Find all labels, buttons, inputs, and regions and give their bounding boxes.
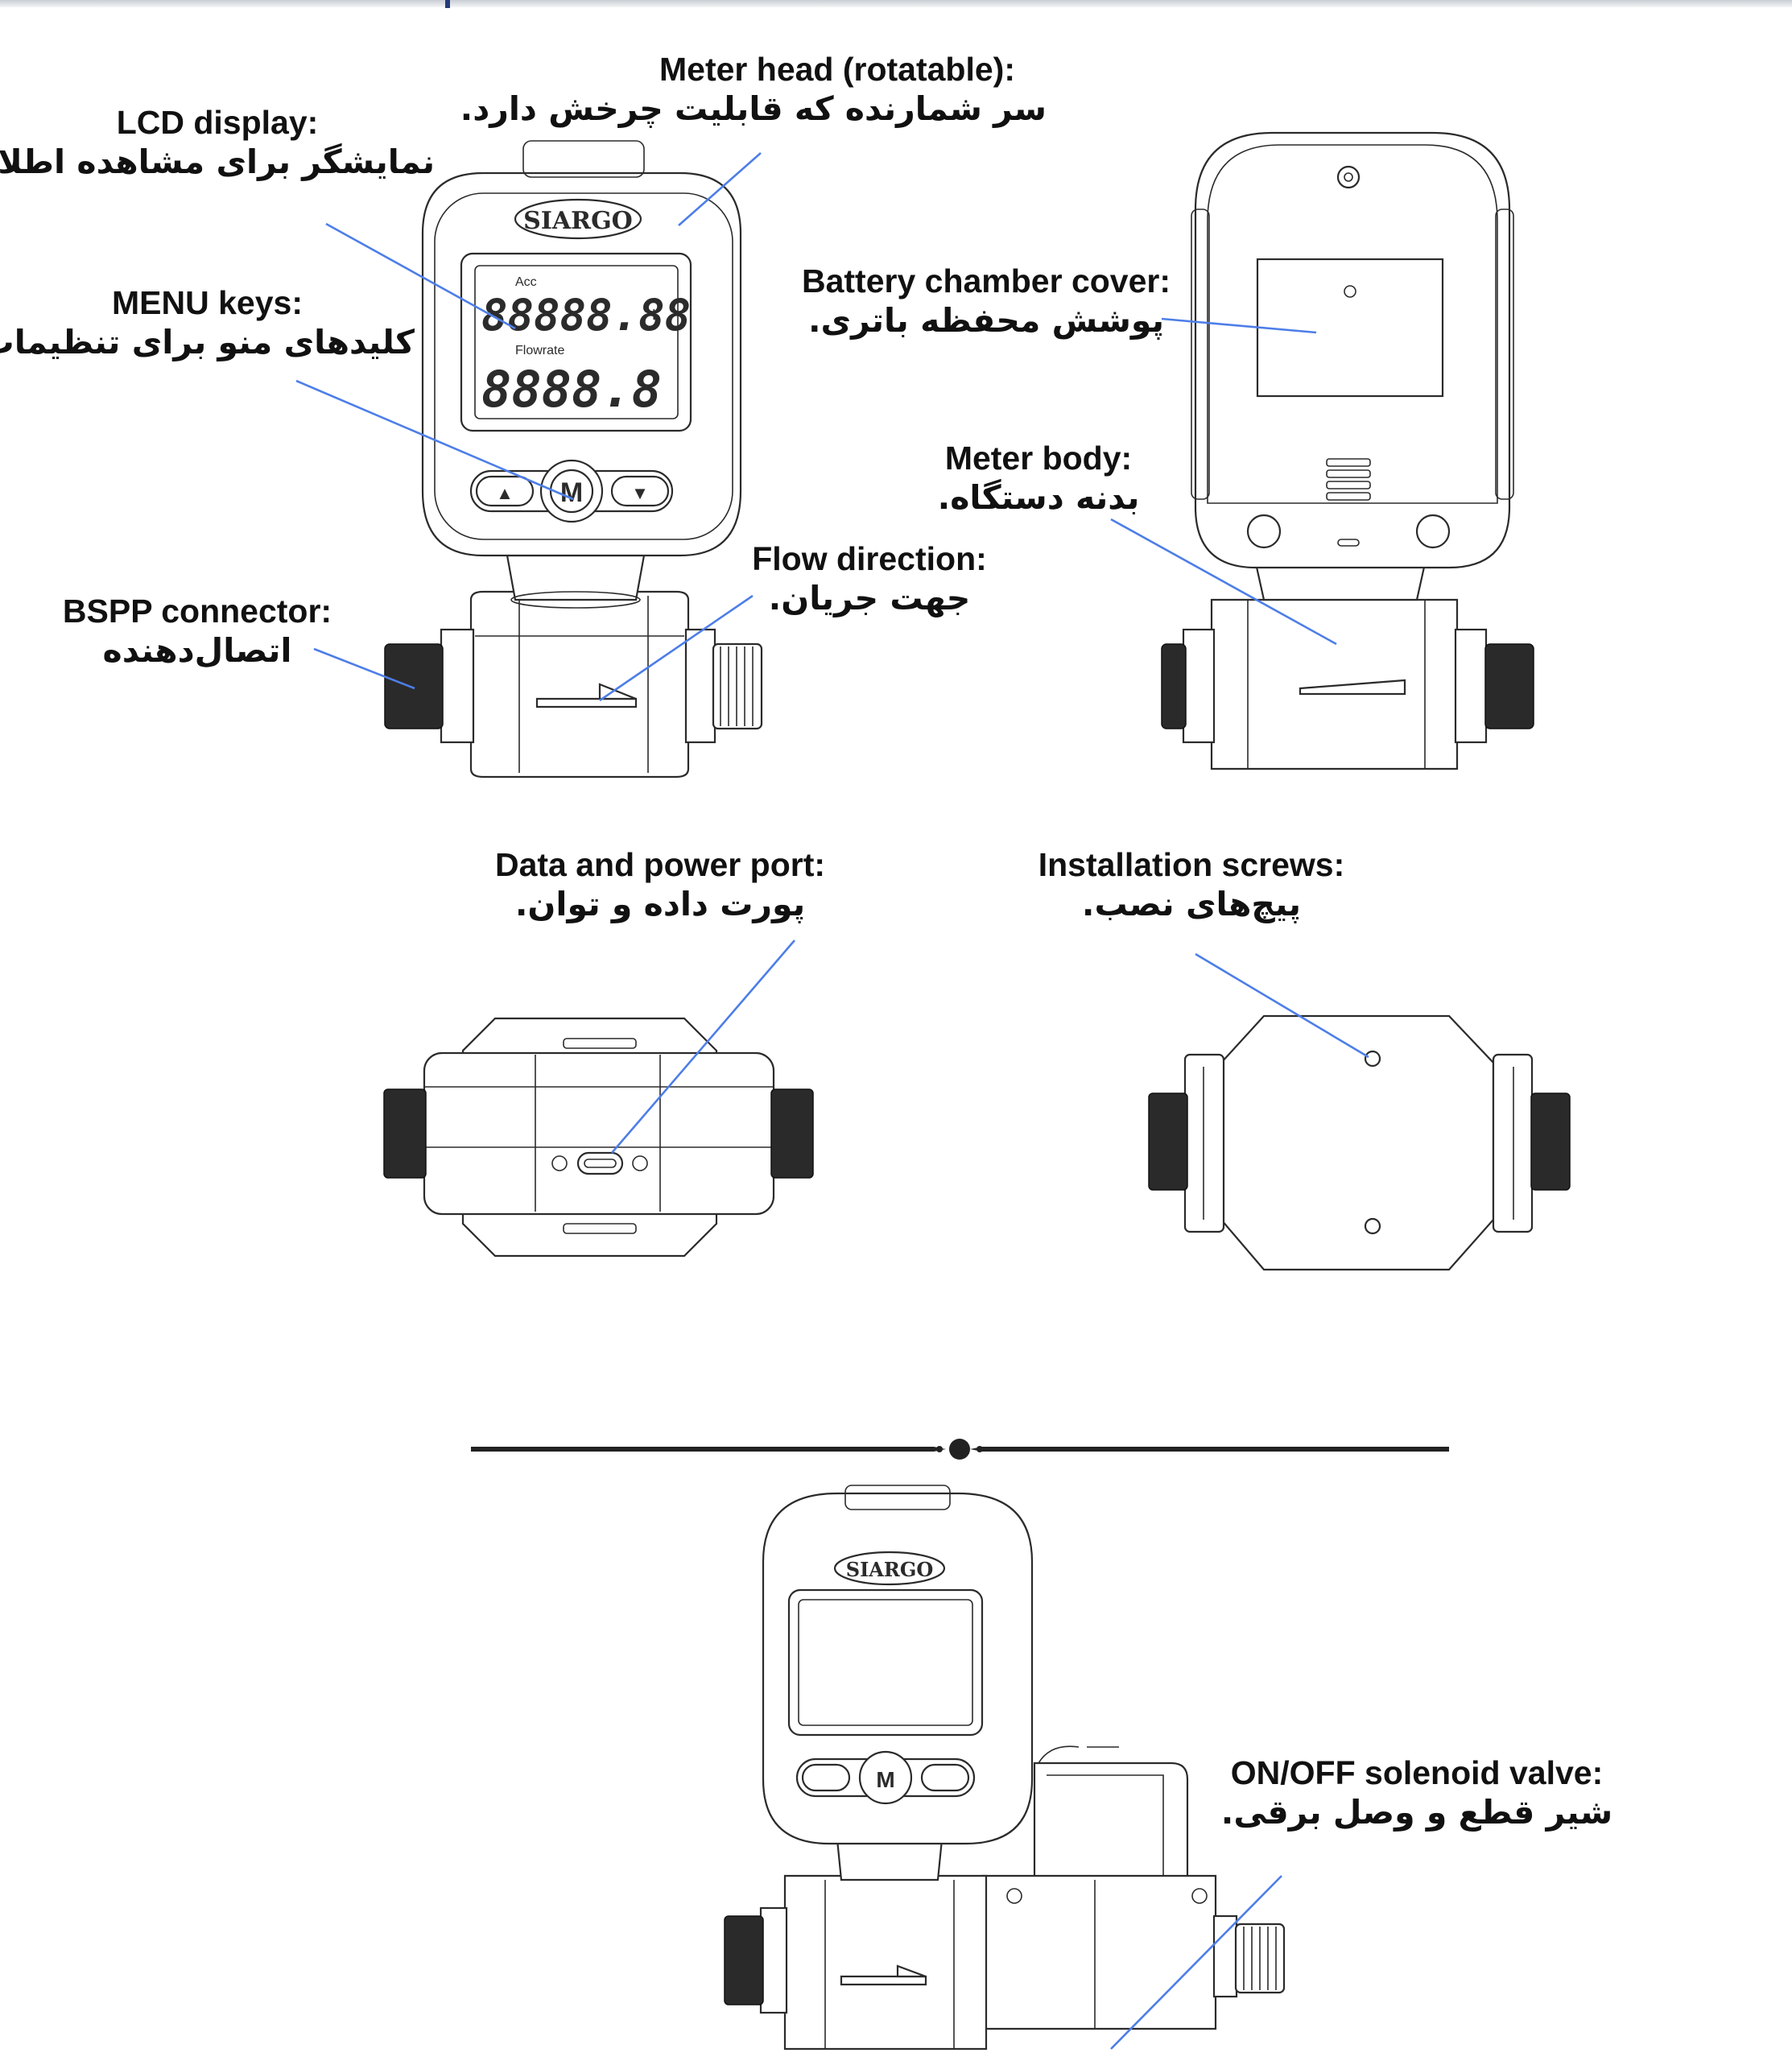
usb-c-port [551,1151,648,1175]
back-view-device [1161,131,1534,770]
label-solenoid-valve: ON/OFF solenoid valve: شیر قطع و وصل برق… [1204,1753,1630,1832]
leader-bspp [313,647,415,690]
leader-battery [1161,317,1317,334]
label-flow-en: Flow direction: [752,540,987,577]
label-flow-fa: جهت جریان. [768,579,971,618]
label-valve-fa: شیر قطع و وصل برقی. [1220,1793,1613,1832]
lcd-screen: Acc 88888.88 L Flowrate 8888.8 [460,252,692,432]
label-menu-keys: MENU keys: کلیدهای منو برای تنظیمات. [0,283,415,362]
lcd-flowrate-label: Flowrate [515,344,564,357]
lcd-total-digits: 88888.88 [481,290,691,341]
lcd-acc-label: Acc [515,275,537,289]
bspp-thread-left [384,643,444,729]
section-divider [471,1439,1449,1460]
bspp-thread-right [712,642,763,730]
label-install-screws: Installation screws: پیچ‌های نصب. [1018,845,1365,924]
label-bspp-fa: اتصال‌دهنده [102,631,292,671]
label-body-en: Meter body: [944,440,1133,477]
label-menu-keys-en: MENU keys: [112,284,303,321]
lcd-flowrate-digits: 8888.8 [481,360,662,419]
header-accent-mark [445,0,450,8]
label-bspp-en: BSPP connector: [62,593,332,630]
leader-lines [295,152,1369,2050]
leader-port [611,940,795,1154]
top-header-bar [0,0,1792,7]
label-body-fa: بدنه دستگاه. [937,478,1140,518]
label-meter-head-en: Meter head (rotatable): [659,51,1015,88]
leader-lcd [325,222,516,330]
label-battery-cover: Battery chamber cover: پوشش محفظه باتری. [777,262,1195,341]
label-battery-fa: پوشش محفظه باتری. [807,301,1164,341]
key-menu-m[interactable]: M [560,477,583,508]
label-meter-body: Meter body: بدنه دستگاه. [902,439,1175,518]
key-menu-m-bottom: M [876,1767,894,1792]
front-view-device: SIARGO Acc 88888.88 L Flowrate 8888.8 ▲ … [384,140,763,779]
label-lcd-display-fa: نمایشگر برای مشاهده اطلاعات. [0,142,435,182]
menu-keys: ▲ ▼ M [469,459,674,523]
label-lcd-display-en: LCD display: [116,104,319,141]
leader-meter-head [678,152,762,226]
label-meter-head: Meter head (rotatable): سر شمارنده که قا… [460,50,1047,129]
label-flow-direction: Flow direction: جهت جریان. [725,539,1014,618]
brand-logo-bottom: SIARGO [846,1558,934,1581]
label-valve-en: ON/OFF solenoid valve: [1230,1754,1604,1791]
label-screws-fa: پیچ‌های نصب. [1081,885,1302,924]
leader-menu-keys [295,379,574,501]
leader-valve [1110,1875,1282,2050]
brand-logo: SIARGO [523,207,633,235]
valve-assembly-device: SIARGO M [724,1485,1286,2051]
label-screws-en: Installation screws: [1038,846,1345,883]
label-menu-keys-fa: کلیدهای منو برای تنظیمات. [0,323,415,362]
leader-body [1110,518,1337,646]
key-down-icon[interactable]: ▼ [631,483,649,503]
label-port-fa: پورت داده و توان. [514,885,806,924]
leader-flow [599,594,754,702]
label-lcd-display: LCD display: نمایشگر برای مشاهده اطلاعات… [0,103,435,182]
label-data-port: Data and power port: پورت داده و توان. [467,845,853,924]
leader-screws [1195,952,1369,1059]
installation-screw-bottom [1364,1217,1381,1235]
bottom-view-device [1148,1014,1571,1271]
key-up-icon[interactable]: ▲ [496,483,514,503]
label-bspp-connector: BSPP connector: اتصال‌دهنده [44,592,350,671]
battery-cover-panel [1256,258,1444,398]
label-meter-head-fa: سر شمارنده که قابلیت چرخش دارد. [460,89,1047,129]
side-view-device [383,1017,814,1258]
lcd-unit-l: L [652,307,660,323]
installation-screw-top [1364,1050,1381,1068]
label-port-en: Data and power port: [494,846,826,883]
label-battery-en: Battery chamber cover: [801,262,1171,299]
